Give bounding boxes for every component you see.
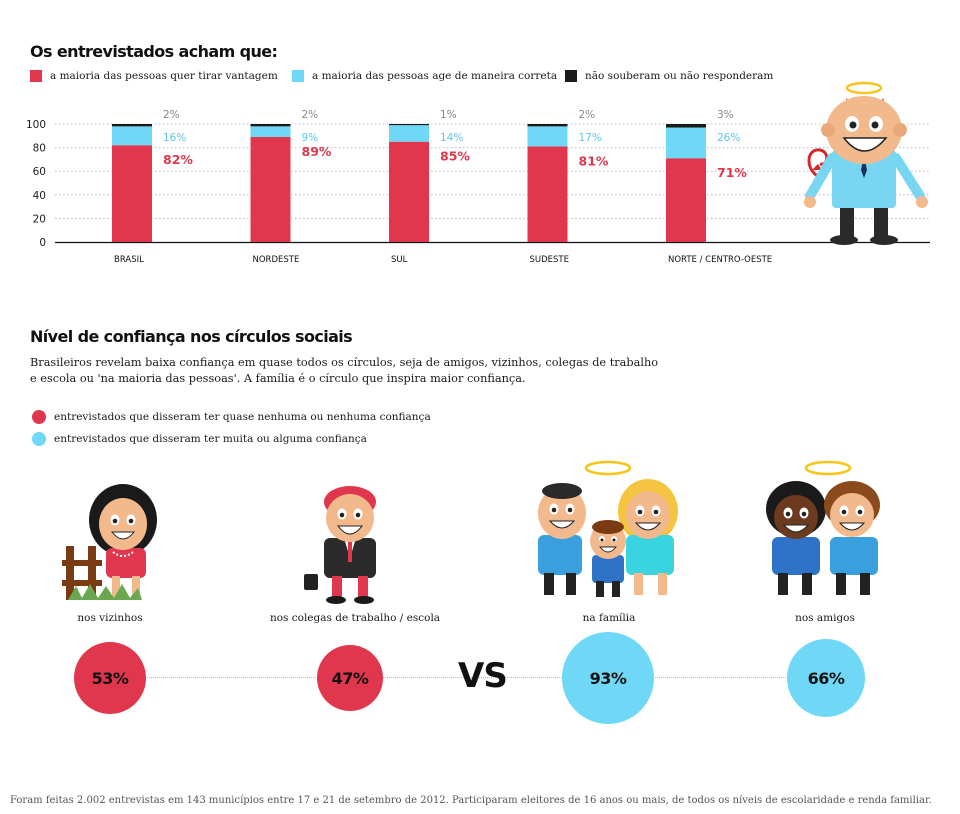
x-tick-label: NORTE / CENTRO-OESTE [668,255,772,265]
legend-label: entrevistados que disseram ter muita ou … [54,433,367,445]
data-label-blue: 14% [440,132,463,144]
caption-amigos: nos amigos [795,612,855,624]
data-label-red: 81% [579,153,609,168]
legend-label: a maioria das pessoas age de maneira cor… [312,70,558,82]
bar-segment [527,146,568,242]
y-tick-label: 80 [33,143,46,155]
x-tick-label: BRASIL [114,255,144,265]
data-label-red: 71% [717,165,747,180]
bar-segment [250,126,291,137]
section-description: Brasileiros revelam baixa confiança em q… [30,355,710,387]
legend-dot-blue [32,432,46,446]
bar-segment [389,141,429,242]
footer-note: Foram feitas 2.002 entrevistas em 143 mu… [10,795,932,806]
x-tick-label: SUL [391,255,408,265]
vs-label: VS [458,656,508,696]
bar-segment [389,125,429,142]
data-label-red: 89% [302,144,332,159]
description-line-2: e escola ou 'na maioria das pessoas'. A … [30,372,526,385]
legend-item-alguma-confianca: entrevistados que disseram ter muita ou … [32,432,367,446]
data-label-red: 85% [440,149,470,164]
angel-devil-character-illustration [804,81,928,245]
legend-dot-red [32,410,46,424]
legend-item-nao-souberam: não souberam ou não responderam [565,70,773,82]
data-label-blue: 16% [163,132,186,144]
x-tick-label: SUDESTE [530,255,570,265]
circle-colegas: 47% [317,645,383,711]
bar-segment [527,126,568,147]
bar-segment [112,145,152,242]
legend-label: não souberam ou não responderam [585,70,774,82]
data-label-blue: 17% [579,132,602,144]
value-label: 66% [807,668,845,688]
y-tick-label: 40 [33,190,46,202]
coworker-man-illustration [304,486,376,604]
legend-label: a maioria das pessoas quer tirar vantage… [50,70,278,82]
legend-swatch-black [565,70,577,82]
data-label-black: 3% [717,109,734,121]
bar-segment [250,124,291,127]
bar-segment [527,124,568,127]
bar-segment [112,124,152,127]
circle-amigos: 66% [787,639,865,717]
y-tick-label: 100 [26,119,46,131]
family-illustration [538,460,678,597]
section-title-confianca: Nível de confiança nos círculos sociais [30,327,353,346]
stacked-bar-chart: 0 20 40 60 80 100 82% 16% 2% BRASIL 89%9% 2% NORDEST… [26,109,930,265]
bar-segment [666,127,706,159]
data-label-black: 2% [163,109,180,121]
legend-item-nenhuma-confianca: entrevistados que disseram ter quase nen… [32,410,431,424]
caption-vizinhos: nos vizinhos [77,612,143,624]
data-label-blue: 26% [717,132,740,144]
y-tick-label: 60 [33,166,46,178]
value-label: 93% [589,668,627,688]
data-label-blue: 9% [302,132,319,144]
y-tick-label: 0 [39,237,46,249]
legend-item-maneira-correta: a maioria das pessoas age de maneira cor… [292,70,557,82]
value-label: 53% [91,668,129,688]
caption-familia: na família [582,612,636,624]
bar-segment [666,158,706,242]
caption-colegas: nos colegas de trabalho / escola [269,612,441,624]
legend-item-tirar-vantagem: a maioria das pessoas quer tirar vantage… [30,70,278,82]
circle-familia: 93% [562,632,654,724]
bar-segment [389,124,429,126]
data-label-red: 82% [163,152,193,167]
dotted-connector-line [140,677,790,678]
bar-segment [250,136,291,242]
legend-swatch-blue [292,70,304,82]
legend-label: entrevistados que disseram ter quase nen… [54,411,431,423]
bar-segment [112,126,152,146]
friends-illustration [766,460,880,595]
x-tick-label: NORDESTE [253,255,300,265]
data-label-black: 2% [302,109,319,121]
legend-swatch-red [30,70,42,82]
bar-segment [666,124,706,128]
circle-vizinhos: 53% [74,642,146,714]
chart-title: Os entrevistados acham que: [30,42,278,61]
neighbor-woman-illustration [62,484,157,600]
description-line-1: Brasileiros revelam baixa confiança em q… [30,356,659,369]
value-label: 47% [331,668,369,688]
data-label-black: 2% [579,109,596,121]
y-tick-label: 20 [33,213,46,225]
data-label-black: 1% [440,109,457,121]
